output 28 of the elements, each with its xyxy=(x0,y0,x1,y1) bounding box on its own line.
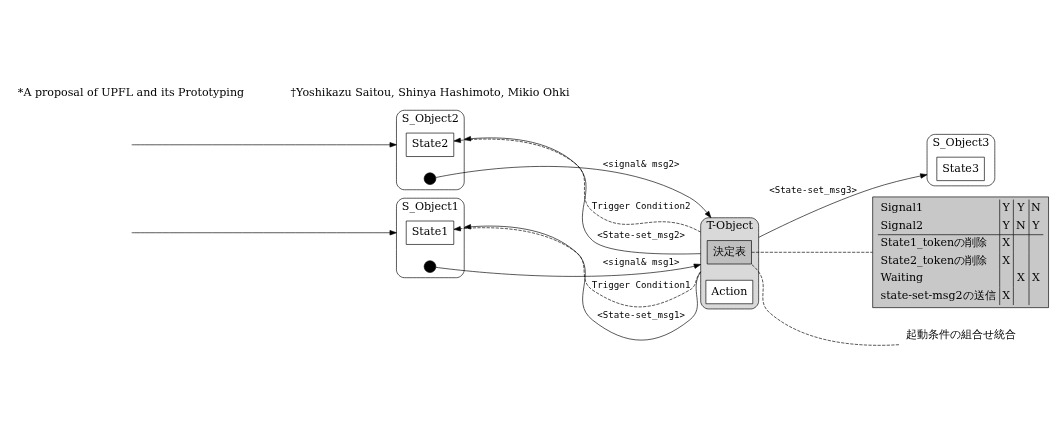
node-box: State3 xyxy=(936,156,985,181)
arrow xyxy=(453,137,701,232)
node-circle xyxy=(423,172,437,185)
arrow xyxy=(435,263,701,277)
edge-label: <State-set_msg2> xyxy=(597,229,685,240)
node-box: Action xyxy=(705,279,754,304)
arrow xyxy=(758,172,928,238)
edge-label: <State-set_msg3> xyxy=(769,184,857,195)
connector xyxy=(750,263,900,346)
node-box: State1 xyxy=(405,220,455,245)
arrow xyxy=(131,229,397,235)
edge-label: <signal& msg1> xyxy=(602,256,680,267)
arrow xyxy=(463,223,701,340)
node-box: State2 xyxy=(405,132,455,157)
edge-label: <signal& msg2> xyxy=(602,158,680,169)
edge-label: <State-set_msg1> xyxy=(597,309,685,320)
arrow xyxy=(463,135,701,254)
node-circle xyxy=(423,259,437,273)
label: †Yoshikazu Saitou, Shinya Hashimoto, Mikio Ohki xyxy=(290,85,570,99)
node-box: 決定表 xyxy=(706,239,752,264)
arrow xyxy=(131,141,397,147)
connector xyxy=(751,251,873,253)
label: *A proposal of UPFL and its Prototyping xyxy=(17,85,245,99)
edge-label: Trigger Condition1 xyxy=(591,279,691,290)
arrow xyxy=(453,225,701,307)
edge-label: Trigger Condition2 xyxy=(591,200,691,211)
arrow xyxy=(435,165,712,218)
node-text: 起動条件の組合せ統合 xyxy=(905,327,1016,341)
